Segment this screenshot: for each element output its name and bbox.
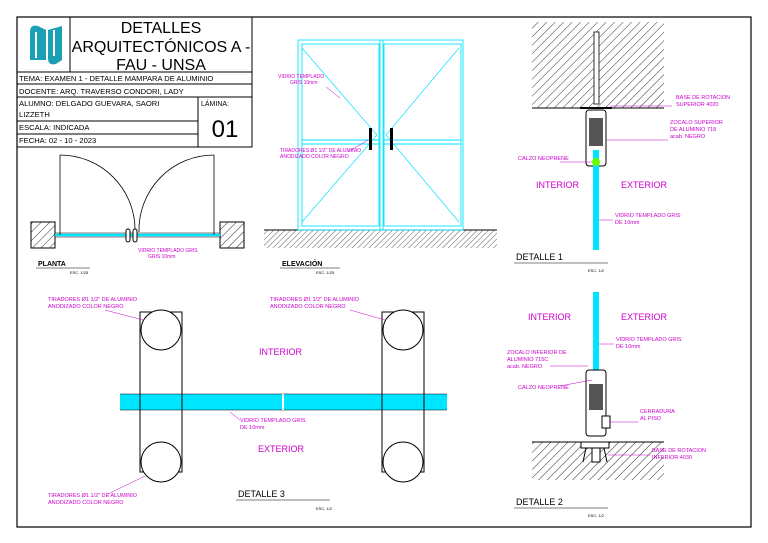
d1-vidrio-2: DE 10mm	[615, 220, 640, 226]
d2-zocalo-3: acab. NEGRO	[507, 364, 543, 370]
unsa-logo-icon	[30, 25, 62, 65]
title-line-1: DETALLES	[121, 20, 202, 37]
d1-zocalo-3: acab. NEGRO	[670, 134, 706, 140]
d2-zocalo-2: ALUMINIO 715C	[507, 357, 548, 363]
d3-tirador-tl-1: TIRADORES Ø1 1/2" DE ALUMINIO	[48, 297, 138, 303]
d3-vidrio-2: DE 10mm	[240, 425, 265, 431]
title-line-3: FAU - UNSA	[116, 57, 206, 74]
d3-interior: INTERIOR	[259, 347, 303, 357]
d1-vidrio-1: VIDRIO TEMPLADO GRIS	[615, 213, 681, 219]
detalle1-title: DETALLE 1	[516, 252, 563, 262]
detalle2-drawing: INTERIOR EXTERIOR VIDRIO TEMPLADO GRIS D…	[507, 292, 706, 518]
d1-calzo: CALZO NEOPRENE	[518, 156, 569, 162]
elev-handle-note-1: TIRADORES Ø1 1/2" DE ALUMINIO	[280, 148, 361, 154]
d1-zocalo-1: ZOCALO SUPERIOR	[670, 120, 723, 126]
title-line-2: ARQUITECTÓNICOS A -	[72, 37, 251, 56]
d3-tirador-bl-2: ANODIZADO COLOR NEGRO	[48, 500, 124, 506]
detalle3-drawing: TIRADORES Ø1 1/2" DE ALUMINIO ANODIZADO …	[48, 297, 447, 511]
d1-exterior: EXTERIOR	[621, 180, 668, 190]
d3-vidrio-1: VIDRIO TEMPLADO GRIS	[240, 418, 306, 424]
d2-vidrio-1: VIDRIO TEMPLADO GRIS	[616, 337, 682, 343]
title-block: DETALLES ARQUITECTÓNICOS A - FAU - UNSA …	[16, 16, 253, 148]
planta-glass-note-1: VIDRIO TEMPLADO GRIS	[138, 248, 198, 254]
elevacion-drawing: VIDRIO TEMPLADO GRIS 10mm TIRADORES Ø1 1…	[264, 39, 497, 275]
elev-glass-note-1: VIDRIO TEMPLADO	[278, 74, 324, 80]
d3-exterior: EXTERIOR	[258, 444, 305, 454]
elev-glass-note-2: GRIS 10mm	[290, 80, 318, 86]
d2-base-2: INFERIOR 4030	[652, 455, 692, 461]
d3-tirador-bl-1: TIRADORES Ø1 1/2" DE ALUMINIO	[48, 493, 138, 499]
d2-zocalo-1: ZOCALO INFERIOR DE	[507, 350, 567, 356]
d2-vidrio-2: DE 10mm	[616, 344, 641, 350]
d1-base-2: SUPERIOR 4020	[676, 102, 719, 108]
d1-zocalo-2: DE ALUMINIO 718	[670, 127, 716, 133]
detalle2-title: DETALLE 2	[516, 497, 563, 507]
d2-exterior: EXTERIOR	[621, 312, 668, 322]
sheet-border	[16, 16, 752, 528]
d3-tirador-tr-2: ANODIZADO COLOR NEGRO	[270, 304, 346, 310]
planta-title: PLANTA	[38, 261, 66, 268]
detalle3-title: DETALLE 3	[238, 489, 285, 499]
detalle1-scale: ESC. 1/2	[588, 268, 605, 273]
d3-tirador-tl-2: ANODIZADO COLOR NEGRO	[48, 304, 124, 310]
alumno-field-line-2: LIZZETH	[19, 110, 50, 119]
d1-base-1: BASE DE ROTACION	[676, 95, 730, 101]
elevacion-title: ELEVACIÓN	[282, 259, 322, 268]
elev-handle-note-2: ANODIZADO COLOR NEGRO	[280, 154, 349, 160]
planta-scale: ESC. 1/25	[70, 270, 89, 275]
d2-calzo: CALZO NEOPRENE	[518, 385, 569, 391]
docente-field: DOCENTE: ARQ. TRAVERSO CONDORI, LADY	[19, 87, 184, 96]
fecha-field: FECHA: 02 - 10 - 2023	[19, 136, 96, 145]
detalle3-scale: ESC. 1/2	[316, 506, 333, 511]
d3-tirador-tr-1: TIRADORES Ø1 1/2" DE ALUMINIO	[270, 297, 360, 303]
d2-base-1: BASE DE ROTACION	[652, 448, 706, 454]
tema-field: TEMA: EXAMEN 1 - DETALLE MAMPARA DE ALUM…	[19, 74, 213, 83]
lamina-number: 01	[212, 116, 239, 143]
d2-interior: INTERIOR	[528, 312, 572, 322]
detalle1-drawing: BASE DE ROTACION SUPERIOR 4020 ZOCALO SU…	[514, 22, 730, 273]
planta-glass-note-2: GRIS 10mm	[148, 254, 176, 260]
lamina-label: LÁMINA:	[201, 99, 229, 108]
d1-interior: INTERIOR	[536, 180, 580, 190]
detalle2-scale: ESC. 1/2	[588, 513, 605, 518]
alumno-field-line-1: ALUMNO: DELGADO GUEVARA, SAORI	[19, 99, 159, 108]
d2-cerradura-2: AL PISO	[640, 416, 662, 422]
planta-drawing: VIDRIO TEMPLADO GRIS GRIS 10mm PLANTA ES…	[30, 154, 245, 275]
elevacion-scale: ESC. 1/25	[316, 270, 335, 275]
escala-field: ESCALA: INDICADA	[19, 123, 90, 132]
d2-cerradura-1: CERRADURA	[640, 409, 675, 415]
